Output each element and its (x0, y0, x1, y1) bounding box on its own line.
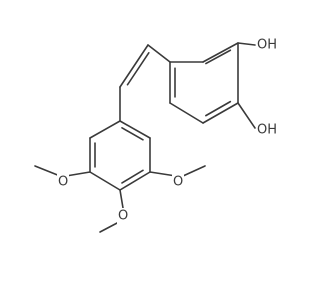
methoxy-bond-right (149, 171, 177, 177)
methoxy-bond-bottom (119, 189, 124, 209)
ring-b-bond (89, 171, 121, 191)
ring-b-bond (89, 120, 121, 139)
methyl-bond-left (34, 165, 61, 177)
structure-diagram: OH OH O O O (34, 37, 277, 233)
methyl-bond-bottom (99, 221, 120, 233)
atom-label-group: OH OH O O O (57, 37, 277, 224)
ring-a-bond (202, 102, 239, 124)
ring-a-bond (202, 42, 239, 63)
oh-top-bg (256, 37, 276, 53)
methoxy-bond-left (65, 171, 91, 177)
ring-a-double-bond (205, 49, 232, 65)
ring-b-bond (119, 171, 151, 191)
vinyl-double-bond-inner (126, 52, 150, 86)
methoxy-bottom-o-bg (117, 208, 129, 224)
vinyl-double-bond (119, 44, 149, 88)
ring-a-bond (169, 102, 204, 124)
methyl-bond-right (182, 165, 206, 177)
ring-b-bond (119, 120, 151, 139)
methoxy-oxygen-left: O (58, 175, 68, 190)
methoxy-left-o-bg (57, 174, 69, 190)
methoxy-oxygen-bottom: O (118, 209, 128, 224)
hydroxyl-label-top: OH (257, 38, 277, 53)
oh-bottom-bg (256, 122, 276, 138)
methoxy-right-o-bg (172, 174, 184, 190)
vinyl-single-bond (147, 44, 171, 63)
bond-group (34, 42, 256, 233)
hydroxyl-bond-bottom (237, 102, 256, 129)
molecule-canvas: OH OH O O O (34, 37, 278, 233)
ring-b-double-bond (121, 127, 144, 141)
hydroxyl-bond-top (237, 42, 256, 46)
ring-b-double-bond (121, 169, 144, 184)
methoxy-oxygen-right: O (173, 175, 183, 190)
ring-a-double-bond (205, 100, 232, 117)
hydroxyl-label-bottom: OH (257, 123, 277, 138)
